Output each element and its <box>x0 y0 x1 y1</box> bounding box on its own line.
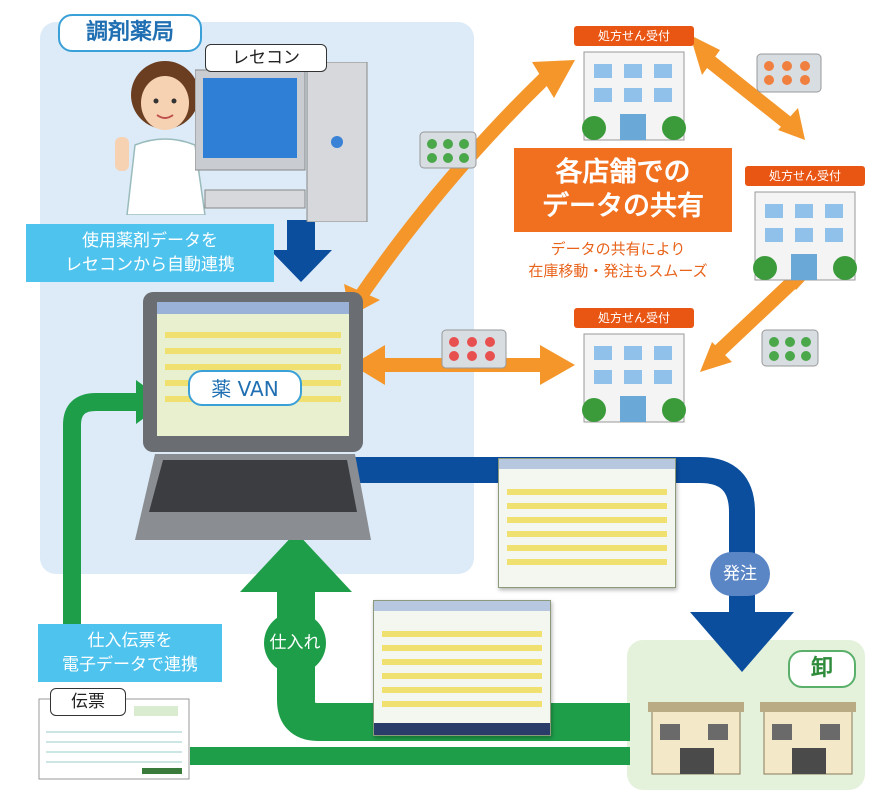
order-screen-thumbnail <box>498 458 676 588</box>
pill-pack-icon <box>756 53 822 93</box>
auto-link-line-2: レセコンから自動連携 <box>65 255 235 275</box>
invoice-link-line-1: 仕入伝票を <box>87 631 173 651</box>
orange-arrow-tr-head-b <box>778 108 805 140</box>
order-label: 発注 <box>710 552 770 596</box>
order-arrow-head <box>690 612 794 672</box>
rececon-down-arrow-stem <box>287 220 315 250</box>
purchase-arrow-head <box>240 532 352 592</box>
store-middle-building-icon <box>582 333 686 423</box>
auto-link-box: 使用薬剤データを レセコンから自動連携 <box>26 224 274 282</box>
wholesaler-label: 卸 <box>788 650 856 688</box>
pill-pack-icon <box>761 329 819 367</box>
pill-pack-icon <box>419 131 477 169</box>
purchase-screen-thumbnail <box>373 600 551 736</box>
auto-link-line-1: 使用薬剤データを <box>82 231 218 251</box>
store-top: 処方せん受付 <box>574 26 694 145</box>
rececon-label: レセコン <box>205 44 327 72</box>
warehouse-icon <box>648 702 744 775</box>
orange-arrow-middle-head-right <box>540 345 575 385</box>
sharing-title-line-1: 各店舗での <box>555 157 691 188</box>
orange-arrow-tr-head-a <box>690 35 720 75</box>
orange-arrow-top-head-store <box>532 60 575 98</box>
sharing-note-line-2: 在庫移動・発注もスムーズ <box>528 262 708 280</box>
desktop-pc-illustration <box>195 62 368 222</box>
laptop-illustration <box>135 292 371 540</box>
invoice-link-box: 仕入伝票を 電子データで連携 <box>38 624 222 682</box>
sharing-title-box: 各店舗での データの共有 <box>514 148 732 232</box>
store-top-badge: 処方せん受付 <box>574 26 694 46</box>
order-flow-arrow <box>352 457 755 620</box>
sharing-note: データの共有により 在庫移動・発注もスムーズ <box>500 238 736 282</box>
van-label: 薬 VAN <box>188 370 302 406</box>
orange-arrow-top-right <box>697 49 795 131</box>
sharing-note-line-1: データの共有により <box>550 240 686 258</box>
wholesaler-buildings <box>648 702 856 775</box>
store-middle-badge: 処方せん受付 <box>574 308 694 328</box>
store-middle: 処方せん受付 <box>574 308 694 427</box>
orange-arrow-top <box>352 72 550 304</box>
orange-arrow-br-head-b <box>700 342 732 372</box>
pharmacy-title: 調剤薬局 <box>58 14 202 52</box>
sharing-title-line-2: データの共有 <box>542 191 704 222</box>
orange-arrow-bottom-right <box>710 269 805 361</box>
orange-arrow-middle-head-left <box>352 345 385 385</box>
pill-pack-icon <box>441 329 507 369</box>
invoice-left-line <box>63 393 140 630</box>
store-right-building-icon <box>753 191 857 281</box>
store-top-building-icon <box>582 51 686 141</box>
store-right: 処方せん受付 <box>745 166 865 285</box>
invoice-link-line-2: 電子データで連携 <box>62 655 198 675</box>
pharmacist-illustration <box>115 61 206 215</box>
store-right-badge: 処方せん受付 <box>745 166 865 186</box>
warehouse-icon <box>760 702 856 775</box>
rececon-down-arrow-head <box>270 250 332 282</box>
invoice-label: 伝票 <box>50 688 126 716</box>
purchase-flow-arrow <box>277 590 630 741</box>
purchase-label: 仕入れ <box>264 612 326 674</box>
